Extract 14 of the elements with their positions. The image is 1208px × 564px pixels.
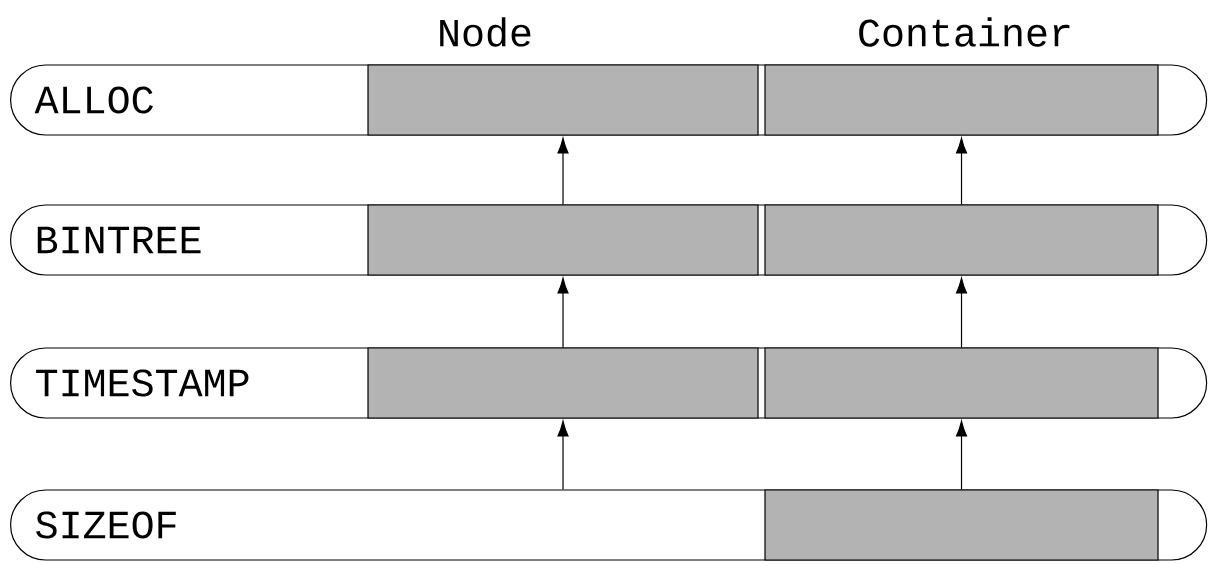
arrow xyxy=(557,277,569,348)
arrow xyxy=(557,137,569,205)
arrow xyxy=(955,420,968,490)
arrow xyxy=(955,137,968,205)
shaded-box xyxy=(367,64,759,136)
shaded-box xyxy=(764,347,1159,419)
shaded-box xyxy=(764,64,1159,136)
shaded-box xyxy=(764,489,1159,561)
shaded-box xyxy=(367,347,759,419)
shaded-box xyxy=(764,204,1159,276)
column-header: Container xyxy=(859,17,1070,47)
shaded-box xyxy=(367,204,759,276)
arrow xyxy=(955,277,968,348)
arrow xyxy=(557,420,569,490)
